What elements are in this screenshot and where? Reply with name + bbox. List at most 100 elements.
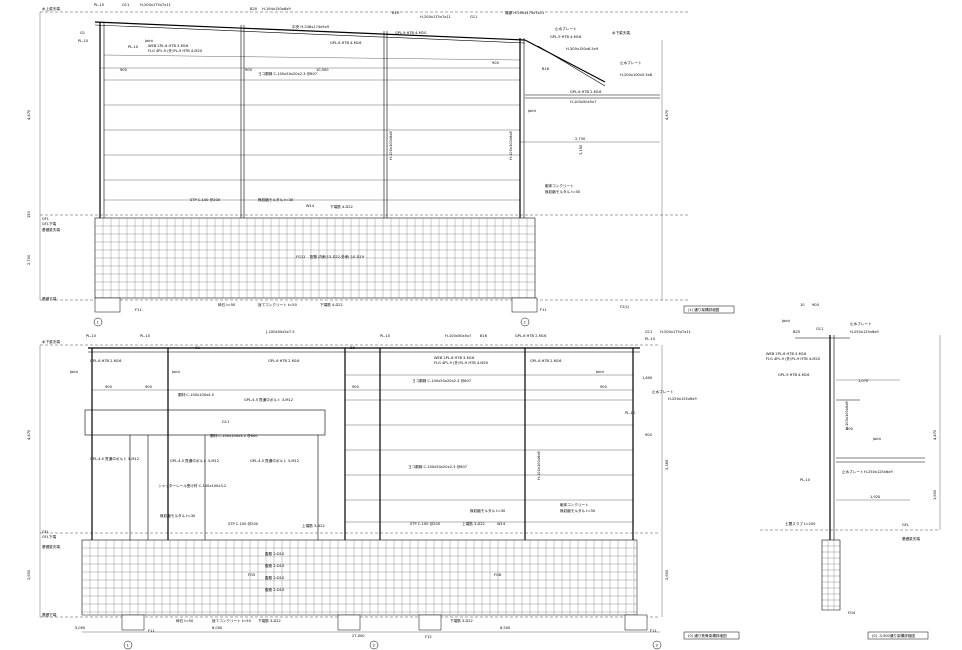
b-label-col: H-100x100x6x8 <box>537 451 541 480</box>
r-label-slab: 土間スラブ t=200 <box>785 521 816 526</box>
b-label-stp: STP C-100 @200 <box>228 522 259 526</box>
label-tome: 止水プレート <box>555 26 577 31</box>
axis-mark-1: 1 <box>97 321 99 325</box>
axis-mark-4: 2 <box>373 644 375 648</box>
b-label-mizushita: 水下梁天端 <box>42 339 60 344</box>
b-label-f11: F11 <box>148 629 155 633</box>
label-h-beam-a: H-200x175x7x11 <box>140 3 171 7</box>
label-4470a: 4,470 <box>27 109 31 120</box>
r-label-10: 10 <box>800 303 805 307</box>
r-label-900: 900 <box>812 303 820 307</box>
b-label-web: WEB 2PL-6 HTB 3-M16 <box>434 356 475 360</box>
label-stp: STP C-100 @200 <box>190 198 221 202</box>
b-label-gpl6: GPL-6 HTB 2-M16 <box>515 334 547 338</box>
b-label-sekkaku: 砕石 t=50 <box>176 618 194 623</box>
r-label-joint: Joint <box>781 319 791 323</box>
right-section <box>760 335 941 640</box>
b-label-b16: B16 <box>480 334 488 338</box>
b-label-mokuzai: 躯体コンクリート <box>560 502 589 507</box>
b-label-gpl6-d: GPL-6 HTB 2-M16 <box>90 359 122 363</box>
label-gpl9-a: GPL-9 HTB 4-M20 <box>395 31 427 35</box>
label-mokuzai: 躯体コンクリート <box>545 183 574 188</box>
r-label-col: H-100x100x6x8 <box>845 401 849 430</box>
b-label-haikin1: 腹筋 2-D10 <box>265 551 285 556</box>
label-gl: GFL <box>42 217 49 221</box>
label-b20: B20 <box>250 7 258 11</box>
b-label-haikin3: 腹筋 2-D10 <box>265 575 285 580</box>
b-label-kiso: 基礎梁天端 <box>42 544 60 549</box>
label-f11: F11 <box>135 308 142 312</box>
axis-mark-5: 3 <box>656 644 658 648</box>
b-label-mortar3: 無収縮モルタル t=50 <box>560 508 596 513</box>
label-900b: 900 <box>245 68 253 72</box>
right-section-labels: 10 900 B25 G11 Joint 止水プレート H-250x125x6x… <box>766 303 937 638</box>
b-label-h-top: H-200x175x7x11 <box>660 330 691 334</box>
b-label-gpl45c: GPL-4.5 貫通中ボルト 3-M12 <box>170 458 219 463</box>
b-label-pl10-a: PL-10 <box>86 334 97 338</box>
r-label-kiso: 基礎梁天端 <box>902 536 920 541</box>
label-3150: 3,150 <box>579 144 583 155</box>
label-h-small: H-300x150x6.5x9 <box>566 47 599 51</box>
b-label-g1: G1 <box>195 346 200 350</box>
r-label-b25: B25 <box>793 330 800 334</box>
label-kiso: 基礎梁天端 <box>42 227 60 232</box>
label-g11-c: G11 <box>470 15 477 19</box>
b-label-2600a: 2,600 <box>27 569 31 580</box>
b-label-900a: 900 <box>105 385 113 389</box>
label-pl10-a: PL-10 <box>94 3 105 7</box>
b-label-kabe3: 下端筋 3-D22 <box>258 618 281 623</box>
b-label-gpl6-b: GPL-6 HTB 2-M16 <box>268 359 300 363</box>
label-flg: FLG 4PL-9 (外)PL-9 HTB 4-M20 <box>148 48 203 53</box>
b-label-yokobuchi2: ヨコ胴縁 C-100x50x20x2.3 @607 <box>408 464 467 469</box>
r-label-pl10: PL-10 <box>800 478 811 482</box>
b-label-pl10-d: PL-10 <box>645 337 656 341</box>
label-col-b: H-100x100x6x8 <box>509 131 513 160</box>
label-tome2: 止水プレート <box>620 60 642 65</box>
b-label-kiso-bottom: 基礎下端 <box>42 612 57 617</box>
r-label-gpl9: GPL-9 HTB 4-M16 <box>778 373 810 377</box>
label-fg11: FG11 <box>296 255 305 259</box>
b-label-fg6: FG6 <box>494 573 502 577</box>
r-label-4470: 4,470 <box>933 429 937 440</box>
b-label-4470: 4,470 <box>27 429 31 440</box>
top-elevation <box>39 11 735 327</box>
b-label-stp2: STP C-100 @200 <box>410 522 441 526</box>
b-label-gpl45b: GPL-4.5 貫通中ボルト 3-M12 <box>90 456 139 461</box>
r-label-1070: 1,070 <box>858 379 869 383</box>
b-label-kabe4: 下端筋 3-D22 <box>450 618 473 623</box>
b-label-5000: 5,000 <box>75 626 86 630</box>
label-kizaki: 端部 H-200x175x7x11 <box>505 10 544 15</box>
b-label-900c: 900 <box>352 385 360 389</box>
r-label-h250a: H-250x125x6x9 <box>850 330 879 334</box>
b-label-dozai: 胴材:C-100x100x3.2 @600 <box>210 433 258 438</box>
label-10500: 10,500 <box>316 68 329 72</box>
label-4470b: 4,470 <box>665 109 669 120</box>
label-web: WEB 2PL-6 HTB 3-M16 <box>148 44 189 48</box>
label-pl10-b: PL-10 <box>78 39 89 43</box>
axis-mark-3: 1 <box>127 644 129 648</box>
caption-bottom: (0) 通り鉄骨架構詳細図 <box>688 633 727 638</box>
b-label-tome: 止水プレート <box>652 389 674 394</box>
b-label-joint-b: Joint <box>171 370 181 374</box>
label-haikin: 配筋 内側:13-D22-外側: 10-D19 <box>310 254 365 259</box>
label-900c: 900 <box>492 61 500 65</box>
girts-top <box>103 54 521 201</box>
r-label-h250b: H-250x125x6x9 <box>864 470 893 474</box>
label-kabe: 下端筋 4-D22 <box>330 204 353 209</box>
rebar-grid-right <box>821 539 841 610</box>
label-chuusai: 中央 H-248x174x9x9 <box>292 24 330 29</box>
caption-top: (1) 通り架構詳細図 <box>688 307 720 312</box>
label-gpl9-b: GPL-9 HTB 4-M16 <box>550 35 582 39</box>
label-2750: 2,750 <box>575 137 586 141</box>
b-label-27000: 27,000 <box>352 634 365 638</box>
b-label-1600: 1,600 <box>642 376 653 380</box>
label-mortar: 無収縮モルタル t=30 <box>258 197 294 202</box>
label-joint1: Joint <box>144 39 154 43</box>
b-label-g11b: G11 <box>222 420 229 424</box>
label-mizukami: 水上梁天端 <box>42 6 60 11</box>
b-label-6500: 6,500 <box>500 626 511 630</box>
axis-markers: 1 2 1 2 3 <box>97 321 658 648</box>
b-label-2600b: 2,600 <box>665 569 669 580</box>
r-label-flg: FLG 4PL-9 (外)PL-9 HTB 4-M20 <box>766 356 821 361</box>
b-label-gl2: GFL下端 <box>42 534 56 539</box>
